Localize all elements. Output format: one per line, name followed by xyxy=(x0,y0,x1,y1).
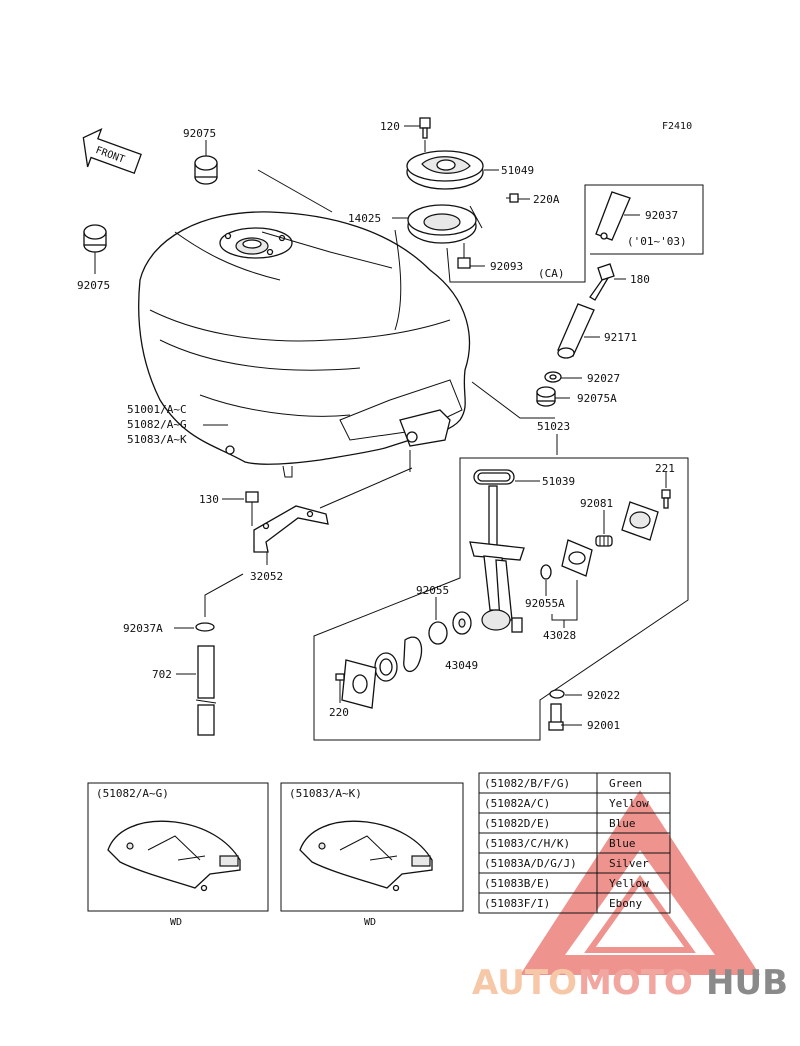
color-table-color: Green xyxy=(609,777,642,790)
label-43028: 43028 xyxy=(543,629,576,642)
label-32052: 32052 xyxy=(250,570,283,583)
watermark-hub: HUB xyxy=(706,963,788,1003)
bracket-32052-icon xyxy=(253,505,329,553)
clip-92037a-icon xyxy=(195,622,215,632)
damper-92075a-icon xyxy=(536,386,556,407)
cap-base-icon xyxy=(407,204,483,244)
inset-51083: (51083/A~K) WD xyxy=(280,782,464,928)
diaphragm-43028-icon xyxy=(561,539,593,577)
hose-702-icon xyxy=(195,645,217,736)
label-43049: 43049 xyxy=(445,659,478,672)
inset-51082: (51082/A~G) WD xyxy=(87,782,269,928)
color-table-color: Yellow xyxy=(609,797,649,810)
color-table-color: Ebony xyxy=(609,897,642,910)
fuel-tank xyxy=(138,211,471,478)
washer-92022-icon xyxy=(549,689,565,699)
label-130: 130 xyxy=(199,493,219,506)
label-92081: 92081 xyxy=(580,497,613,510)
label-220a: 220A xyxy=(533,193,560,206)
inset-title: (51083/A~K) xyxy=(289,787,362,800)
color-table-code: (51082/B/F/G) xyxy=(484,777,570,790)
label-51023: 51023 xyxy=(537,420,570,433)
label-120: 120 xyxy=(380,120,400,133)
gasket-stack-icon xyxy=(341,636,423,709)
label-92093: 92093 xyxy=(490,260,523,273)
label-702: 702 xyxy=(152,668,172,681)
figure-code: F2410 xyxy=(662,121,692,132)
inset-title: (51082/A~G) xyxy=(96,787,169,800)
collar-92027-icon xyxy=(544,371,562,383)
label-92027: 92027 xyxy=(587,372,620,385)
damper-left-icon xyxy=(83,224,107,274)
label-92075-top: 92075 xyxy=(183,127,216,140)
color-table-code: (51083F/I) xyxy=(484,897,550,910)
label-92022: 92022 xyxy=(587,689,620,702)
label-92037: 92037 xyxy=(645,209,678,222)
screw-220-icon xyxy=(335,673,345,681)
color-table-color: Blue xyxy=(609,817,636,830)
label-221: 221 xyxy=(655,462,675,475)
bolt-92001-icon xyxy=(548,703,564,731)
screw-120-icon xyxy=(419,117,431,139)
bolt-180-icon xyxy=(589,263,615,301)
fuel-cock-body-icon xyxy=(469,485,525,633)
nut-92093-icon xyxy=(457,243,471,269)
watermark-logo xyxy=(520,790,760,975)
cover-92081-icon xyxy=(621,501,659,541)
inset-caption: WD xyxy=(170,917,182,928)
gear-43049-icon xyxy=(452,611,472,635)
rod-92037-icon xyxy=(595,191,631,241)
damper-top-icon xyxy=(194,140,218,185)
bolt-220a-icon xyxy=(506,193,519,203)
label-14025: 14025 xyxy=(348,212,381,225)
color-table-color: Blue xyxy=(609,837,636,850)
label-92037a: 92037A xyxy=(123,622,163,635)
label-51082: 51082/A~G xyxy=(127,418,187,431)
label-92055a: 92055A xyxy=(525,597,565,610)
color-table-code: (51082D/E) xyxy=(484,817,550,830)
bolt-221-icon xyxy=(661,489,671,509)
label-92001: 92001 xyxy=(587,719,620,732)
label-51001: 51001/A~C xyxy=(127,403,187,416)
color-table-color: Silver xyxy=(609,857,649,870)
watermark-auto: AUTO xyxy=(472,963,577,1003)
watermark-moto: MOTO xyxy=(578,963,693,1003)
watermark-text: AUTO MOTO HUB xyxy=(472,963,788,1003)
inset-caption: WD xyxy=(364,917,376,928)
fuel-cap-icon xyxy=(406,150,484,190)
color-table-code: (51082A/C) xyxy=(484,797,550,810)
label-92055: 92055 xyxy=(416,584,449,597)
spring-92081-icon xyxy=(595,535,613,547)
label-180: 180 xyxy=(630,273,650,286)
oring-92055a-icon xyxy=(540,564,552,580)
label-92075a: 92075A xyxy=(577,392,617,405)
label-92171: 92171 xyxy=(604,331,637,344)
label-ca: (CA) xyxy=(538,267,565,280)
label-220: 220 xyxy=(329,706,349,719)
color-table-code: (51083A/D/G/J) xyxy=(484,857,577,870)
color-table-frame xyxy=(478,772,671,914)
color-table-color: Yellow xyxy=(609,877,649,890)
oring-92055-icon xyxy=(428,621,448,645)
label-51039: 51039 xyxy=(542,475,575,488)
label-51049: 51049 xyxy=(501,164,534,177)
label-51083: 51083/A~K xyxy=(127,433,187,446)
color-table-code: (51083B/E) xyxy=(484,877,550,890)
strainer-51039-icon xyxy=(473,469,515,485)
label-92037-years: ('01~'03) xyxy=(627,235,687,248)
front-arrow-icon: FRONT xyxy=(82,128,142,175)
stay-92171-icon xyxy=(557,303,595,359)
label-92075-left: 92075 xyxy=(77,279,110,292)
color-table-code: (51083/C/H/K) xyxy=(484,837,570,850)
color-table: (51082/B/F/G) Green (51082A/C) Yellow (51082… xyxy=(478,772,671,914)
bolt-130-icon xyxy=(245,491,259,503)
